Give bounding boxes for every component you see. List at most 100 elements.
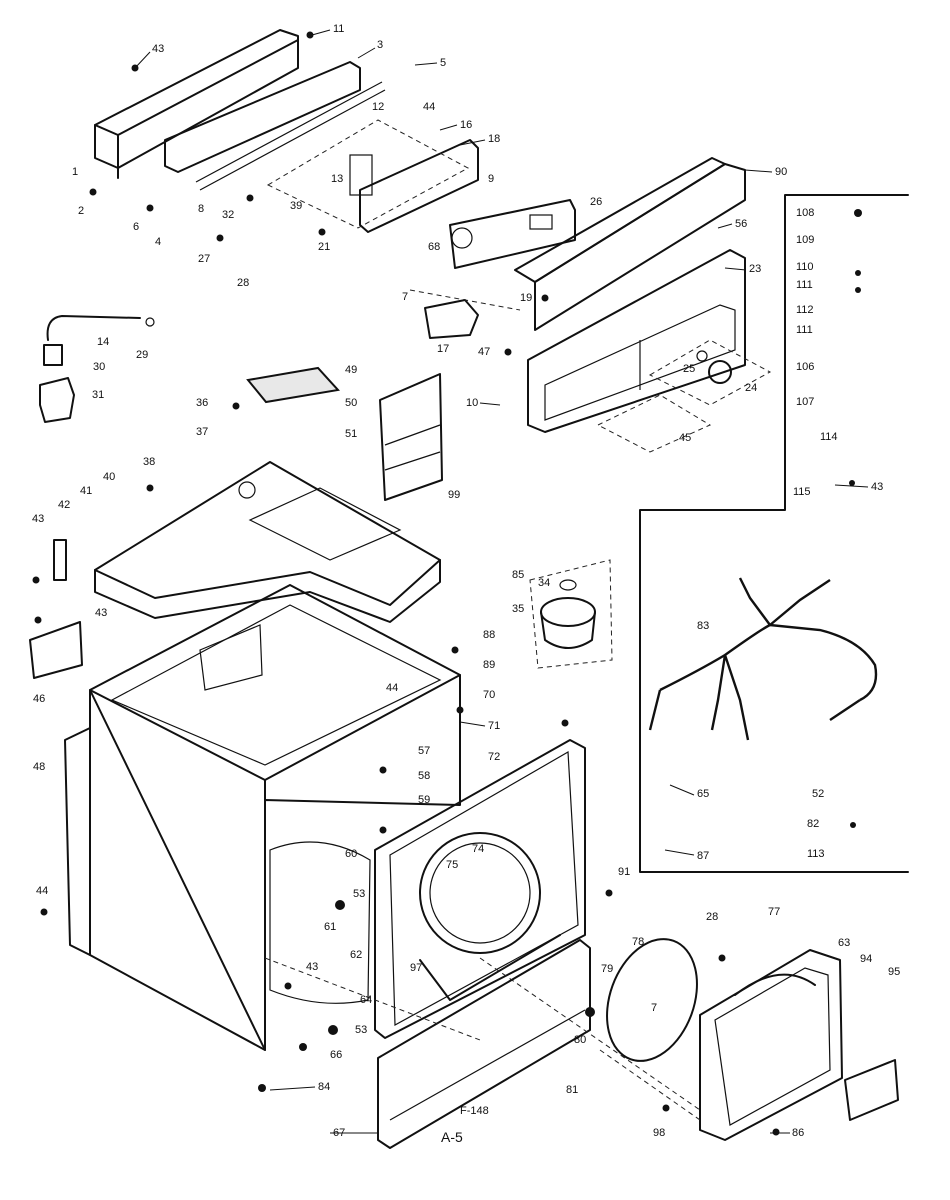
toe-bracket-46 — [29, 621, 83, 679]
label-27: 27 — [198, 253, 210, 265]
label-58: 58 — [418, 770, 430, 782]
label-98: 98 — [653, 1127, 665, 1139]
page-code: A-5 — [441, 1129, 463, 1145]
label-65: 65 — [697, 788, 709, 800]
control-hood — [514, 157, 746, 433]
label-107: 107 — [796, 396, 814, 408]
label-44: 44 — [423, 101, 435, 113]
label-91: 91 — [618, 866, 630, 878]
control-rail — [164, 61, 386, 191]
label-45: 45 — [679, 432, 691, 444]
switch-17 — [424, 299, 479, 339]
wire-harness-83 — [648, 577, 878, 741]
label-86: 86 — [792, 1127, 804, 1139]
label-46: 46 — [33, 693, 45, 705]
label-62: 62 — [350, 949, 362, 961]
dashed-knob-outline — [648, 339, 772, 406]
label-70: 70 — [483, 689, 495, 701]
label-16: 16 — [460, 119, 472, 131]
label-56: 56 — [735, 218, 747, 230]
label-66: 66 — [330, 1049, 342, 1061]
label-4: 4 — [155, 236, 161, 248]
label-1: 1 — [72, 166, 78, 178]
side-panel-45 — [64, 727, 91, 956]
label-90: 90 — [775, 166, 787, 178]
label-115: 115 — [793, 486, 811, 498]
front-panel-72 — [374, 739, 586, 1039]
label-42: 42 — [58, 499, 70, 511]
label-43: 43 — [95, 607, 107, 619]
label-11: 11 — [333, 23, 344, 35]
label-12: 12 — [372, 101, 384, 113]
label-7: 7 — [402, 291, 408, 303]
label-59: 59 — [418, 794, 430, 806]
label-61: 61 — [324, 921, 336, 933]
label-34: 34 — [538, 577, 550, 589]
label-106: 106 — [796, 361, 814, 373]
label-50: 50 — [345, 397, 357, 409]
fasteners — [32, 31, 862, 1136]
label-41: 41 — [80, 485, 92, 497]
label-2: 2 — [78, 205, 84, 217]
door-panel-99 — [379, 373, 443, 501]
blower-35 — [540, 579, 596, 649]
valve-30 — [43, 344, 63, 366]
label-94: 94 — [860, 953, 872, 965]
label-30: 30 — [93, 361, 105, 373]
label-81: 81 — [566, 1084, 578, 1096]
label-13: 13 — [331, 173, 343, 185]
label-24: 24 — [745, 382, 757, 394]
label-17: 17 — [437, 343, 449, 355]
label-7: 7 — [651, 1002, 657, 1014]
front-lower-panel-67 — [377, 939, 591, 1149]
label-109: 109 — [796, 234, 814, 246]
label-18: 18 — [488, 133, 500, 145]
label-112: 112 — [796, 304, 814, 316]
label-small-code: F-148 — [460, 1105, 489, 1117]
timer-bracket — [449, 199, 576, 269]
label-44: 44 — [386, 682, 398, 694]
label-52: 52 — [812, 788, 824, 800]
console-back-panel — [94, 29, 299, 179]
hinge-bracket-42 — [53, 539, 67, 581]
label-38: 38 — [143, 456, 155, 468]
label-47: 47 — [478, 346, 490, 358]
label-5: 5 — [440, 57, 446, 69]
label-36: 36 — [196, 397, 208, 409]
label-68: 68 — [428, 241, 440, 253]
door-seal-78 — [606, 938, 698, 1062]
label-43: 43 — [32, 513, 44, 525]
label-43: 43 — [306, 961, 318, 973]
label-110: 110 — [796, 261, 814, 273]
label-53: 53 — [353, 888, 365, 900]
label-48: 48 — [33, 761, 45, 773]
dash-leader — [599, 1049, 701, 1121]
console-bracket — [349, 139, 479, 233]
label-57: 57 — [418, 745, 430, 757]
label-21: 21 — [318, 241, 330, 253]
label-37: 37 — [196, 426, 208, 438]
label-78: 78 — [632, 936, 644, 948]
label-19: 19 — [520, 292, 532, 304]
label-53: 53 — [355, 1024, 367, 1036]
bracket-31 — [39, 377, 75, 423]
label-75: 75 — [446, 859, 458, 871]
label-83: 83 — [697, 620, 709, 632]
blower-dash-outline — [529, 559, 613, 669]
label-63: 63 — [838, 937, 850, 949]
label-89: 89 — [483, 659, 495, 671]
label-25: 25 — [683, 363, 695, 375]
label-71: 71 — [488, 720, 500, 732]
label-31: 31 — [92, 389, 104, 401]
dash-leader — [409, 289, 521, 311]
label-29: 29 — [136, 349, 148, 361]
label-51: 51 — [345, 428, 357, 440]
label-80: 80 — [574, 1034, 586, 1046]
label-10: 10 — [466, 397, 478, 409]
door-94 — [699, 949, 843, 1141]
door-handle-95 — [844, 1059, 899, 1121]
label-32: 32 — [222, 209, 234, 221]
label-8: 8 — [198, 203, 204, 215]
label-26: 26 — [590, 196, 602, 208]
